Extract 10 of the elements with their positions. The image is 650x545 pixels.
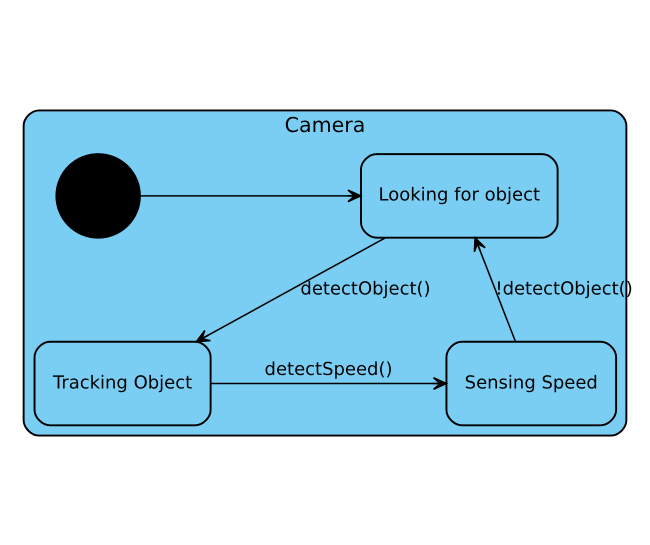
arrow <box>474 236 516 342</box>
node-box: Looking for object <box>360 152 559 238</box>
node-box: Tracking Object <box>34 340 212 426</box>
arrow <box>210 376 448 390</box>
arrow <box>140 188 362 202</box>
node-box: Sensing Speed <box>445 340 618 426</box>
node-circle <box>55 152 141 238</box>
arrow <box>196 236 386 342</box>
edge-label: detectObject() <box>300 278 431 299</box>
edge-label: detectSpeed() <box>264 358 393 380</box>
